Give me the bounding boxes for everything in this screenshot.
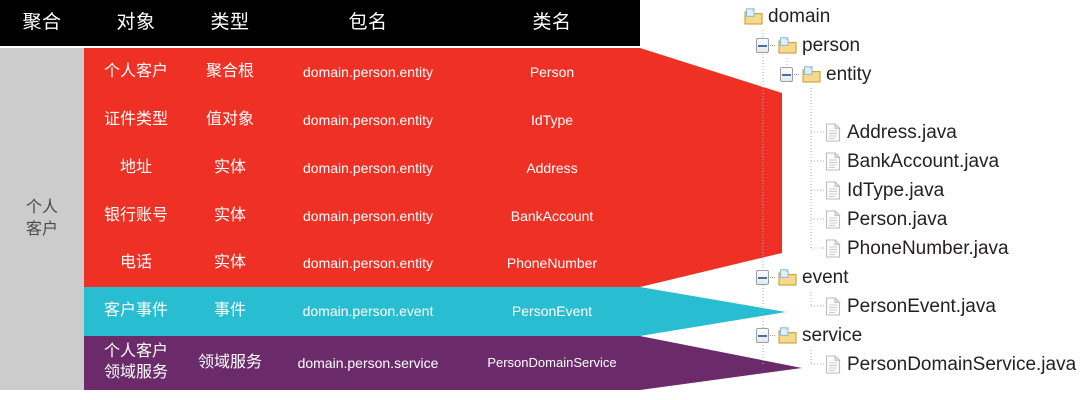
cell-object: 银行账号: [103, 206, 168, 224]
table-row[interactable]: 地址 实体 domain.person.entity Address: [84, 144, 640, 192]
collapse-toggle-icon[interactable]: [755, 328, 775, 343]
purple-connector: [640, 336, 802, 390]
table-row[interactable]: 个人客户 领域服务 领域服务 domain.person.service Per…: [84, 336, 640, 390]
cell-type: 值对象: [205, 110, 254, 128]
cell-class: Address: [526, 159, 578, 176]
tree-node-label: PhoneNumber.java: [847, 237, 1009, 259]
java-file-icon: [825, 354, 841, 374]
cell-class: PersonDomainService: [487, 354, 617, 370]
cell-object: 证件类型: [103, 110, 168, 128]
package-icon: [802, 66, 821, 83]
table-row[interactable]: 证件类型 值对象 domain.person.entity IdType: [84, 96, 640, 144]
group-band-purple: [84, 336, 640, 390]
tree-node-label: Person.java: [847, 208, 948, 230]
cell-class: BankAccount: [510, 207, 594, 224]
tree-node-label: PersonEvent.java: [847, 295, 996, 317]
cell-class: PersonEvent: [511, 303, 593, 320]
group-band-red: [84, 48, 640, 287]
java-file-icon: [825, 151, 841, 171]
tree-node-event[interactable]: event: [724, 263, 848, 292]
collapse-toggle-icon[interactable]: [779, 67, 799, 82]
tree-node-address-java[interactable]: Address.java: [724, 118, 957, 147]
cell-object: 个人客户 领域服务: [84, 336, 188, 390]
table-row[interactable]: 个人客户 聚合根 domain.person.entity Person: [84, 48, 640, 96]
tree-node-label: IdType.java: [847, 179, 945, 201]
java-file-icon: [825, 296, 841, 316]
cell-package: domain.person.entity: [303, 255, 433, 272]
tree-node-entity[interactable]: entity: [724, 60, 871, 89]
table-row[interactable]: 客户事件 事件 domain.person.event PersonEvent: [84, 287, 640, 336]
cell-package: domain.person.entity: [303, 159, 433, 176]
cell-class: PhoneNumber: [506, 255, 598, 272]
tree-node-label: domain: [768, 5, 831, 27]
table-row[interactable]: 电话 实体 domain.person.entity PhoneNumber: [84, 240, 640, 287]
tree-node-phonenumber-java[interactable]: PhoneNumber.java: [724, 234, 1009, 263]
column-header-type: 类型: [210, 12, 250, 33]
tree-node-label: Address.java: [847, 121, 957, 143]
tree-node-label: BankAccount.java: [847, 150, 1000, 172]
cell-object: 地址: [119, 158, 152, 176]
package-icon: [778, 327, 797, 344]
cell-package: domain.person.service: [297, 354, 439, 371]
cell-type: 事件: [213, 302, 246, 320]
aggregate-cell: 个人 客户: [0, 48, 84, 390]
tree-node-persondomainservice-java[interactable]: PersonDomainService.java: [724, 350, 1076, 379]
cyan-connector: [640, 287, 786, 336]
tree-node-person[interactable]: person: [724, 31, 860, 60]
cell-package: domain.person.entity: [303, 63, 433, 80]
tree-node-domain[interactable]: domain: [724, 2, 830, 31]
cell-object: 个人客户: [103, 62, 168, 80]
mapping-table: 聚合 对象 类型 包名 类名 个人 客户 个人客户 聚合根 domain.per…: [0, 0, 640, 390]
red-connector: [640, 48, 782, 287]
tree-node-label: entity: [826, 63, 872, 85]
cell-package: domain.person.entity: [303, 207, 433, 224]
project-file-tree: domain person: [724, 0, 1080, 400]
tree-node-person-java[interactable]: Person.java: [724, 205, 947, 234]
cell-type: 实体: [213, 158, 246, 176]
java-file-icon: [825, 238, 841, 258]
java-file-icon: [825, 209, 841, 229]
java-file-icon: [825, 180, 841, 200]
aggregate-label-line2: 客户: [25, 221, 58, 238]
java-file-icon: [825, 122, 841, 142]
group-band-cyan: [84, 287, 640, 336]
cell-type: 聚合根: [205, 62, 254, 80]
cell-type: 实体: [213, 254, 246, 272]
cell-object: 电话: [119, 254, 152, 272]
collapse-toggle-icon[interactable]: [755, 38, 775, 53]
cell-type: 领域服务: [197, 353, 262, 371]
table-header-row: 聚合 对象 类型 包名 类名: [0, 0, 640, 46]
column-header-aggregate: 聚合: [22, 12, 62, 33]
package-icon: [778, 269, 797, 286]
package-icon: [778, 37, 797, 54]
tree-node-bankaccount-java[interactable]: BankAccount.java: [724, 147, 999, 176]
package-icon: [744, 8, 763, 25]
tree-node-idtype-java[interactable]: IdType.java: [724, 176, 944, 205]
cell-object-line2: 领域服务: [103, 364, 168, 381]
collapse-toggle-icon[interactable]: [755, 270, 775, 285]
cell-package: domain.person.event: [302, 303, 434, 320]
cell-package: domain.person.entity: [303, 111, 433, 128]
tree-node-label: person: [802, 34, 861, 56]
cell-type: 实体: [213, 206, 246, 224]
tree-node-personevent-java[interactable]: PersonEvent.java: [724, 292, 996, 321]
tree-node-service[interactable]: service: [724, 321, 862, 350]
cell-object-line1: 个人客户: [103, 343, 168, 361]
table-row[interactable]: 银行账号 实体 domain.person.entity BankAccount: [84, 192, 640, 240]
cell-object: 客户事件: [103, 302, 168, 320]
aggregate-label-line1: 个人: [25, 199, 58, 217]
tree-node-label: event: [802, 266, 849, 288]
column-header-class: 类名: [532, 12, 572, 33]
tree-node-label: PersonDomainService.java: [847, 353, 1077, 375]
column-header-object: 对象: [116, 12, 156, 33]
cell-class: IdType: [530, 111, 574, 128]
cell-class: Person: [529, 63, 575, 80]
column-header-package: 包名: [348, 12, 388, 33]
tree-node-label: service: [802, 324, 863, 346]
